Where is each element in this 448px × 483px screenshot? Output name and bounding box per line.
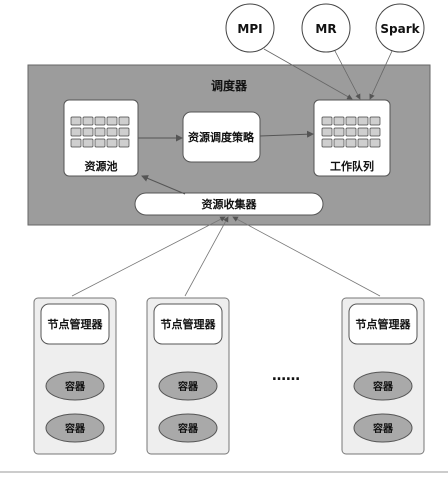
node-2: 节点管理器 容器 容器 (146, 297, 230, 455)
work-queue-cell (345, 116, 357, 126)
work-queue-cell (333, 116, 345, 126)
work-queue-cell (321, 138, 333, 148)
resource-pool-cell (106, 138, 118, 148)
work-queue: 工作队列 (313, 99, 391, 177)
resource-pool-cell (106, 116, 118, 126)
arrow-node1-to-collector (71, 216, 226, 297)
scheduling-policy-label: 资源调度策略 (188, 130, 255, 144)
resource-pool-cell (70, 116, 82, 126)
work-queue-label: 工作队列 (330, 159, 374, 173)
node-3-container-1-label: 容器 (372, 380, 394, 393)
arrow-collector-to-pool (141, 175, 186, 195)
node-2-manager-label: 节点管理器 (161, 317, 217, 331)
framework-spark-label: Spark (380, 22, 420, 36)
resource-pool: 资源池 (63, 99, 139, 177)
node-3-manager-label: 节点管理器 (356, 317, 412, 331)
work-queue-cell (369, 138, 381, 148)
work-queue-cell (345, 127, 357, 137)
framework-mpi-label: MPI (237, 22, 262, 36)
work-queue-cell (357, 116, 369, 126)
resource-pool-cell (94, 116, 106, 126)
node-1-container-1-label: 容器 (64, 380, 86, 393)
work-queue-cell (321, 116, 333, 126)
node-1-manager-label: 节点管理器 (48, 317, 104, 331)
resource-collector-label: 资源收集器 (202, 197, 258, 211)
resource-pool-cell (106, 127, 118, 137)
arrow-policy-to-queue (259, 130, 314, 138)
resource-collector: 资源收集器 (134, 192, 324, 216)
resource-pool-cell (70, 138, 82, 148)
resource-pool-cell (118, 138, 130, 148)
scheduling-policy: 资源调度策略 (182, 111, 261, 163)
resource-pool-grid (70, 116, 130, 148)
resource-pool-cell (94, 138, 106, 148)
work-queue-cell (333, 138, 345, 148)
resource-pool-label: 资源池 (85, 159, 118, 173)
work-queue-cell (369, 116, 381, 126)
node-3-container-2-label: 容器 (372, 422, 394, 435)
scheduler-title: 调度器 (211, 78, 248, 93)
arrow-mr-to-queue (334, 50, 361, 100)
arrow-spark-to-queue (369, 50, 393, 100)
work-queue-cell (357, 138, 369, 148)
work-queue-cell (333, 127, 345, 137)
arrow-node3-to-collector (232, 216, 381, 297)
framework-mpi: MPI (225, 3, 275, 53)
resource-pool-cell (82, 138, 94, 148)
node-3: 节点管理器 容器 容器 (341, 297, 425, 455)
resource-pool-cell (82, 127, 94, 137)
work-queue-cell (345, 138, 357, 148)
resource-pool-cell (94, 127, 106, 137)
resource-pool-cell (118, 116, 130, 126)
resource-pool-cell (82, 116, 94, 126)
node-2-container-1-label: 容器 (177, 380, 199, 393)
work-queue-cell (357, 127, 369, 137)
arrow-mpi-to-queue (263, 48, 353, 100)
work-queue-cell (369, 127, 381, 137)
node-ellipsis: …… (272, 368, 300, 384)
resource-pool-cell (70, 127, 82, 137)
framework-mr: MR (301, 3, 351, 53)
work-queue-cell (321, 127, 333, 137)
arrow-node2-to-collector (184, 216, 229, 297)
node-1: 节点管理器 容器 容器 (33, 297, 117, 455)
framework-spark: Spark (375, 3, 425, 53)
resource-pool-cell (118, 127, 130, 137)
node-1-container-2-label: 容器 (64, 422, 86, 435)
node-2-container-2-label: 容器 (177, 422, 199, 435)
work-queue-grid (321, 116, 381, 148)
framework-mr-label: MR (315, 22, 336, 36)
